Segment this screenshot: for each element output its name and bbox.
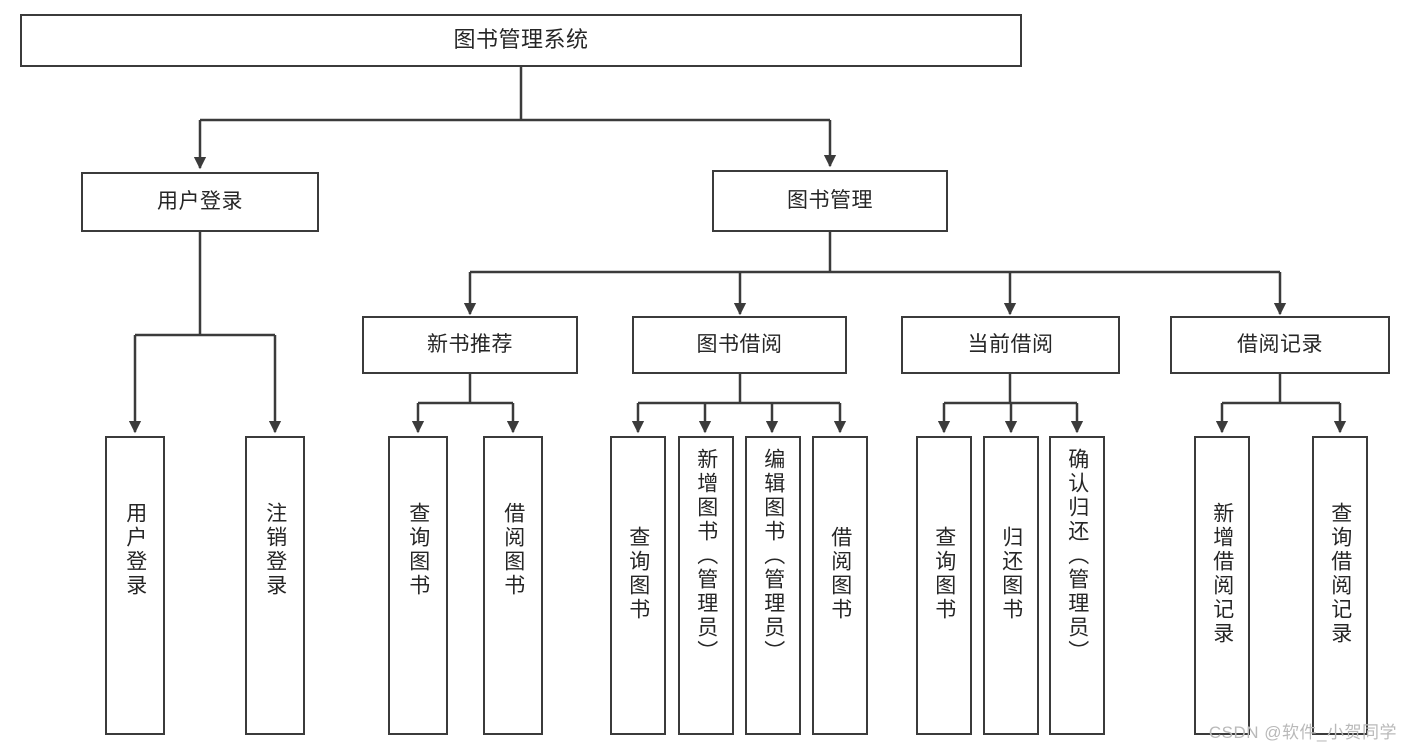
node-leaf-query-book-current[interactable]: 查询图书: [916, 436, 972, 735]
node-leaf-user-login[interactable]: 用户登录: [105, 436, 165, 735]
node-leaf-return-book[interactable]: 归还图书: [983, 436, 1039, 735]
node-leaf-add-borrow-record-label: 新增借阅记录: [1210, 502, 1234, 646]
node-leaf-borrow-book-recommend[interactable]: 借阅图书: [483, 436, 543, 735]
node-leaf-confirm-return-admin[interactable]: 确认归还（管理员）: [1049, 436, 1105, 735]
node-current-borrow-label: 当前借阅: [967, 333, 1054, 357]
node-leaf-user-login-label: 用户登录: [123, 502, 147, 598]
csdn-watermark: CSDN @软件_小贺同学: [1208, 723, 1397, 742]
node-leaf-query-book-borrow[interactable]: 查询图书: [610, 436, 666, 735]
node-leaf-confirm-return-admin-label: 确认归还（管理员）: [1065, 448, 1089, 664]
node-leaf-query-book-recommend[interactable]: 查询图书: [388, 436, 448, 735]
node-book-borrow[interactable]: 图书借阅: [632, 316, 847, 374]
node-leaf-borrow-book-label: 借阅图书: [828, 526, 852, 622]
node-leaf-borrow-book-recommend-label: 借阅图书: [501, 502, 525, 598]
node-leaf-borrow-book[interactable]: 借阅图书: [812, 436, 868, 735]
node-book-borrow-label: 图书借阅: [696, 333, 783, 357]
node-leaf-query-book-current-label: 查询图书: [932, 526, 956, 622]
node-new-book-recommend-label: 新书推荐: [427, 333, 513, 357]
node-leaf-add-borrow-record[interactable]: 新增借阅记录: [1194, 436, 1250, 735]
node-new-book-recommend[interactable]: 新书推荐: [362, 316, 578, 374]
node-leaf-edit-book-admin[interactable]: 编辑图书（管理员）: [745, 436, 801, 735]
node-borrow-record[interactable]: 借阅记录: [1170, 316, 1390, 374]
node-root-system[interactable]: 图书管理系统: [20, 14, 1022, 67]
node-user-login[interactable]: 用户登录: [81, 172, 319, 232]
node-leaf-query-borrow-record-label: 查询借阅记录: [1328, 502, 1352, 646]
node-leaf-add-book-admin[interactable]: 新增图书（管理员）: [678, 436, 734, 735]
node-user-login-label: 用户登录: [157, 190, 243, 214]
node-borrow-record-label: 借阅记录: [1237, 333, 1323, 357]
node-leaf-logout-label: 注销登录: [263, 502, 287, 598]
node-leaf-add-book-admin-label: 新增图书（管理员）: [694, 448, 718, 664]
node-leaf-edit-book-admin-label: 编辑图书（管理员）: [761, 448, 785, 664]
node-current-borrow[interactable]: 当前借阅: [901, 316, 1120, 374]
node-leaf-logout[interactable]: 注销登录: [245, 436, 305, 735]
node-root-system-label: 图书管理系统: [453, 27, 589, 53]
node-leaf-query-borrow-record[interactable]: 查询借阅记录: [1312, 436, 1368, 735]
node-book-management[interactable]: 图书管理: [712, 170, 948, 232]
node-leaf-query-book-recommend-label: 查询图书: [406, 502, 430, 598]
node-leaf-return-book-label: 归还图书: [999, 526, 1023, 622]
node-book-management-label: 图书管理: [787, 189, 873, 213]
node-leaf-query-book-borrow-label: 查询图书: [626, 526, 650, 622]
